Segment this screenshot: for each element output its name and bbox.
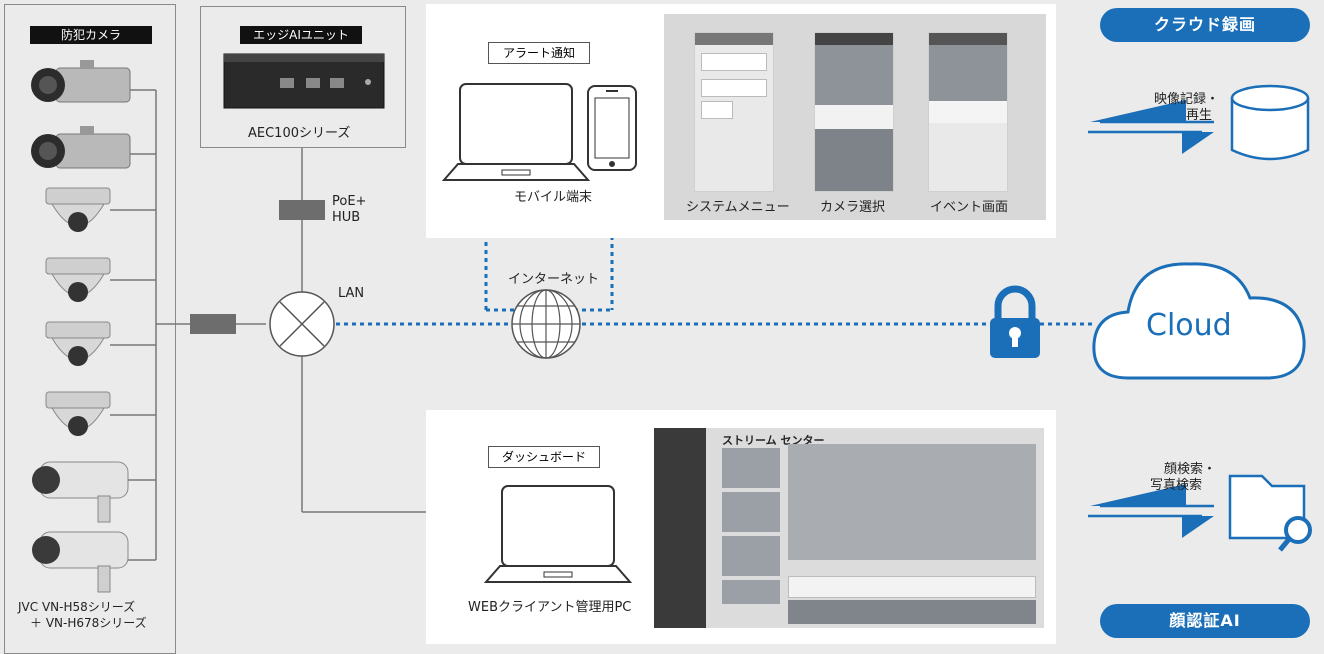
cloud-icon [1092, 262, 1306, 380]
smartphone-icon [587, 85, 637, 171]
globe-icon [511, 289, 581, 359]
poe-block [190, 314, 236, 334]
cameras-header: 防犯カメラ [30, 26, 152, 44]
face-ai-desc-line1: 顔検索・ [1164, 462, 1217, 477]
dashboard-main-video [788, 444, 1036, 560]
poe-hub-label-line2: HUB [332, 210, 361, 225]
dashboard-filmstrip [788, 600, 1036, 624]
laptop-icon [483, 485, 633, 583]
system-menu-screen [694, 32, 774, 192]
lock-icon [990, 285, 1040, 358]
camera-group [31, 60, 157, 593]
internet-label: インターネット [508, 272, 600, 287]
cloud-recording-desc-line1: 映像記録・ [1154, 92, 1220, 107]
dome-camera-icon [45, 257, 111, 302]
edge-unit-device [223, 53, 385, 109]
poe-hub-label-line1: PoE+ [332, 194, 367, 209]
face-ai-title: 顔認証AI [1100, 604, 1310, 638]
alert-label: アラート通知 [488, 42, 590, 64]
dashboard-thumb [722, 448, 780, 488]
screen-caption-camera-select: カメラ選択 [820, 200, 886, 215]
dashboard-laptop [483, 485, 633, 583]
bullet-camera-icon [32, 531, 129, 593]
event-screen [928, 32, 1008, 192]
poe-hub-block [279, 200, 325, 220]
folder-search-icon [1228, 474, 1312, 552]
screen-caption-system-menu: システムメニュー [686, 200, 790, 215]
camera-icon [31, 126, 131, 169]
dome-camera-icon [45, 391, 111, 436]
dashboard-sidebar [654, 428, 706, 628]
edge-unit-header: エッジAIユニット [240, 26, 362, 44]
face-ai-desc-line2: 写真検索 [1150, 478, 1203, 493]
cloud-label: Cloud [1146, 308, 1232, 343]
dome-camera-icon [45, 321, 111, 366]
cameras-caption-line1: JVC VN-H58シリーズ [18, 600, 136, 614]
dashboard-label: ダッシュボード [488, 446, 600, 468]
switch-icon [269, 291, 335, 357]
dashboard-timeline [788, 576, 1036, 598]
dashboard-thumb [722, 492, 780, 532]
alert-devices [441, 83, 637, 181]
mobile-caption: モバイル端末 [514, 190, 593, 205]
lan-label: LAN [338, 286, 365, 301]
dashboard-thumb [722, 580, 780, 604]
laptop-icon [441, 83, 591, 181]
database-icon [1230, 84, 1310, 161]
cloud-recording-title: クラウド録画 [1100, 8, 1310, 42]
pc-caption: WEBクライアント管理用PC [468, 600, 632, 615]
screen-caption-event: イベント画面 [930, 200, 1009, 215]
cameras-caption-line2: ＋ VN-H678シリーズ [30, 616, 147, 630]
dashboard-screen-title: ストリーム センター [722, 434, 825, 447]
camera-icon [31, 60, 131, 103]
dome-camera-icon [45, 187, 111, 232]
edge-unit-model: AEC100シリーズ [248, 126, 351, 141]
cloud-recording-desc-line2: 再生 [1186, 108, 1213, 123]
camera-select-screen [814, 32, 894, 192]
edge-unit-frame [200, 6, 406, 148]
dashboard-thumb [722, 536, 780, 576]
